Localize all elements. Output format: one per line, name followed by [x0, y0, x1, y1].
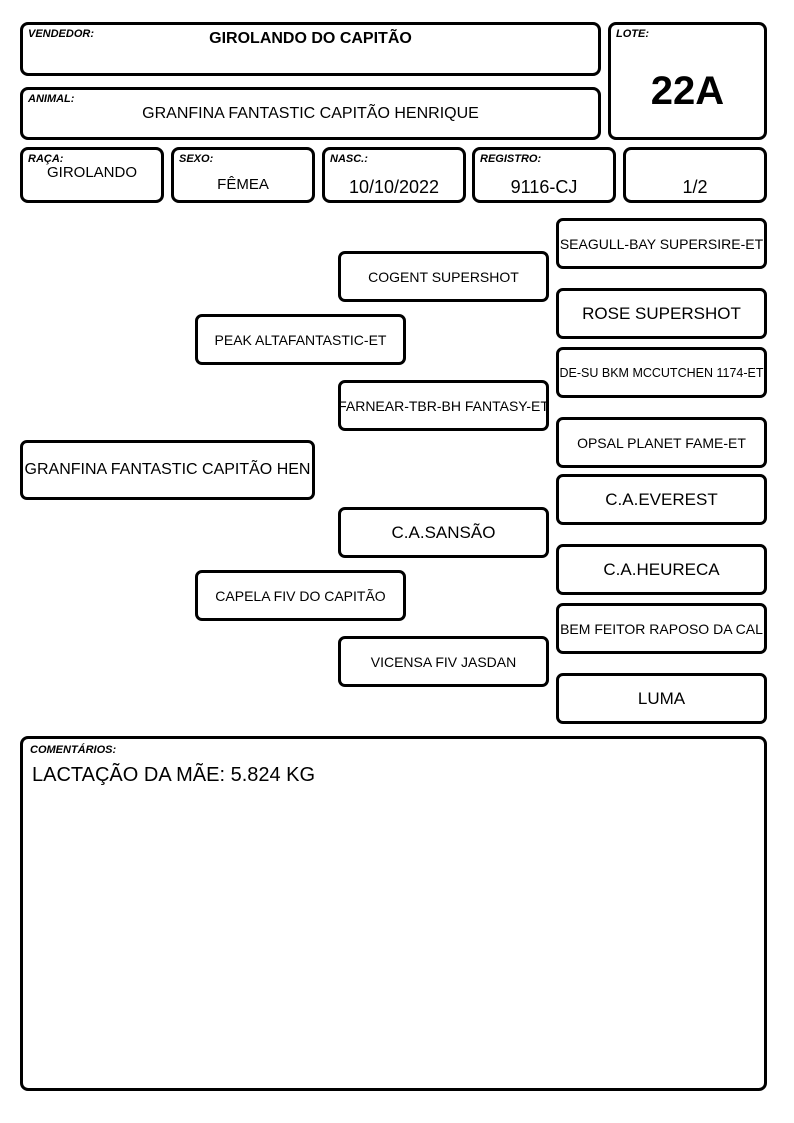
pedigree-sdd: OPSAL PLANET FAME-ET: [556, 417, 767, 468]
seller-label: VENDEDOR:: [28, 28, 95, 40]
comments-text: LACTAÇÃO DA MÃE: 5.824 KG: [32, 764, 316, 786]
breed-label: RAÇA:: [28, 153, 64, 165]
pedigree-sds: DE-SU BKM MCCUTCHEN 1174-ET: [556, 347, 767, 398]
pedigree-ddd: LUMA: [556, 673, 767, 724]
comments-box: COMENTÁRIOS: LACTAÇÃO DA MÃE: 5.824 KG: [20, 736, 767, 1091]
pedigree-sire-sire: COGENT SUPERSHOT: [338, 251, 549, 302]
comments-label: COMENTÁRIOS:: [30, 744, 117, 756]
page-box: 1/2: [623, 147, 767, 203]
pedigree-dss: C.A.EVEREST: [556, 474, 767, 525]
pedigree-animal: GRANFINA FANTASTIC CAPITÃO HEN: [20, 440, 315, 500]
animal-value: GRANFINA FANTASTIC CAPITÃO HENRIQUE: [142, 105, 479, 122]
seller-value: GIROLANDO DO CAPITÃO: [209, 30, 412, 47]
lot-value: 22A: [650, 69, 725, 113]
registry-value: 9116-CJ: [510, 177, 578, 197]
sex-value: FÊMEA: [217, 176, 269, 193]
registry-box: REGISTRO: 9116-CJ: [472, 147, 616, 203]
animal-label: ANIMAL:: [28, 93, 75, 105]
pedigree-sss: SEAGULL-BAY SUPERSIRE-ET: [556, 218, 767, 269]
breed-box: RAÇA: GIROLANDO: [20, 147, 164, 203]
page-number: 1/2: [682, 177, 708, 197]
sex-box: SEXO: FÊMEA: [171, 147, 315, 203]
breed-value: GIROLANDO: [46, 164, 137, 181]
pedigree-dam-sire: C.A.SANSÃO: [338, 507, 549, 558]
birth-label: NASC.:: [330, 153, 368, 165]
pedigree-dds: BEM FEITOR RAPOSO DA CAL: [556, 603, 767, 654]
animal-box: ANIMAL: GRANFINA FANTASTIC CAPITÃO HENRI…: [20, 87, 601, 140]
pedigree-dsd: C.A.HEURECA: [556, 544, 767, 595]
birth-box: NASC.: 10/10/2022: [322, 147, 466, 203]
seller-box: VENDEDOR: GIROLANDO DO CAPITÃO: [20, 22, 601, 76]
pedigree-dam-dam: VICENSA FIV JASDAN: [338, 636, 549, 687]
birth-value: 10/10/2022: [348, 177, 440, 197]
lot-label: LOTE:: [616, 28, 649, 40]
sex-label: SEXO:: [179, 153, 214, 165]
registry-label: REGISTRO:: [480, 153, 542, 165]
pedigree-sire: PEAK ALTAFANTASTIC-ET: [195, 314, 406, 365]
pedigree-dam: CAPELA FIV DO CAPITÃO: [195, 570, 406, 621]
pedigree-sire-dam: FARNEAR-TBR-BH FANTASY-ET: [338, 380, 549, 431]
pedigree-ssd: ROSE SUPERSHOT: [556, 288, 767, 339]
lot-box: LOTE: 22A: [608, 22, 767, 140]
